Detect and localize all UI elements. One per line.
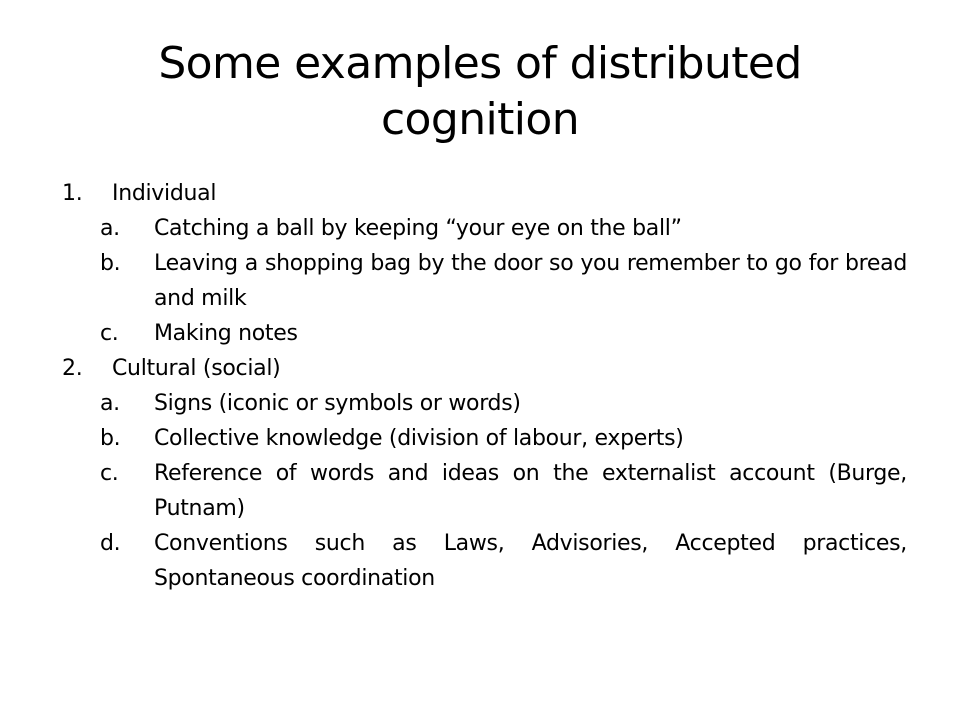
sub-item-letter: b. xyxy=(100,251,121,276)
sub-item: b. Collective knowledge (division of lab… xyxy=(62,421,907,456)
sub-item: c. Reference of words and ideas on the e… xyxy=(62,456,907,526)
sub-item: d. Conventions such as Laws, Advisories,… xyxy=(62,526,907,596)
sub-item-letter: b. xyxy=(100,426,121,451)
sub-item: a. Signs (iconic or symbols or words) xyxy=(62,386,907,421)
list-number: 1. xyxy=(62,181,83,206)
sub-item-letter: c. xyxy=(100,321,119,346)
list-item-cultural: 2. Cultural (social) xyxy=(62,351,907,386)
list-item-individual: 1. Individual xyxy=(62,176,907,211)
sub-item: b. Leaving a shopping bag by the door so… xyxy=(62,246,907,316)
sub-item-text: Making notes xyxy=(154,321,298,346)
sub-item-text: Reference of words and ideas on the exte… xyxy=(154,461,907,521)
sub-item: c. Making notes xyxy=(62,316,907,351)
sub-item-letter: c. xyxy=(100,461,119,486)
sub-item-text: Catching a ball by keeping “your eye on … xyxy=(154,216,682,241)
list-label: Individual xyxy=(112,181,217,206)
sub-item-text: Signs (iconic or symbols or words) xyxy=(154,391,521,416)
sub-item-text: Collective knowledge (division of labour… xyxy=(154,426,684,451)
sub-item: a. Catching a ball by keeping “your eye … xyxy=(62,211,907,246)
sub-item-letter: a. xyxy=(100,216,120,241)
title-line-1: Some examples of distributed xyxy=(158,38,802,89)
slide-title: Some examples of distributed cognition xyxy=(60,36,900,148)
sub-item-letter: d. xyxy=(100,531,121,556)
list-number: 2. xyxy=(62,356,83,381)
sub-item-text: Leaving a shopping bag by the door so yo… xyxy=(154,251,907,311)
sub-item-letter: a. xyxy=(100,391,120,416)
list-label: Cultural (social) xyxy=(112,356,281,381)
slide-content: 1. Individual a. Catching a ball by keep… xyxy=(62,176,907,596)
sub-item-text: Conventions such as Laws, Advisories, Ac… xyxy=(154,531,907,591)
title-line-2: cognition xyxy=(380,94,580,145)
